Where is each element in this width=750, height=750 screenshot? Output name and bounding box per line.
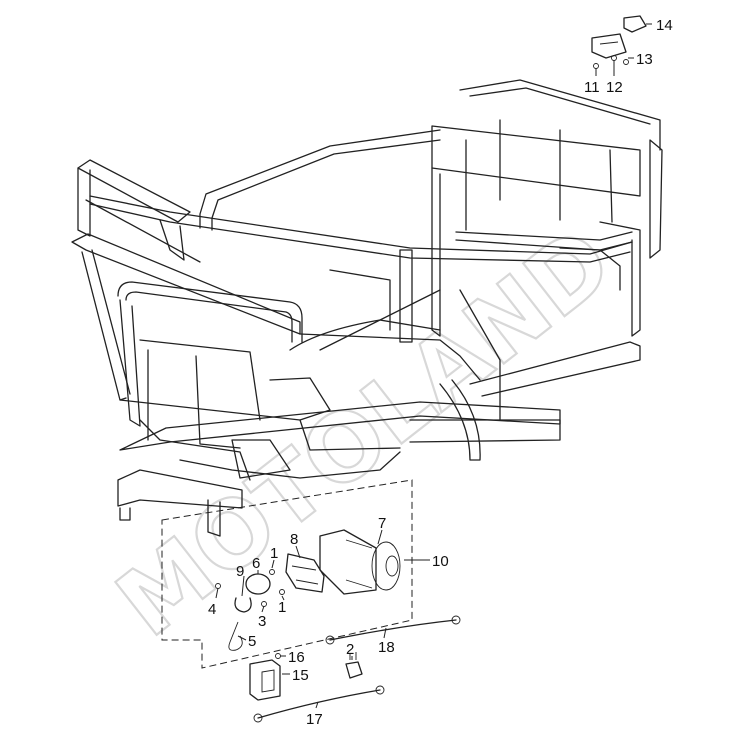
cable-17 <box>257 689 381 719</box>
watermark-text: MOTOLAND <box>98 207 632 657</box>
winch-assembly-boundary <box>161 479 413 669</box>
callout-labels: 14 13 11 12 10 7 8 6 1 9 4 1 3 5 16 15 2… <box>208 17 673 728</box>
callout-17: 17 <box>306 711 323 728</box>
callout-8: 8 <box>290 531 298 548</box>
callout-18: 18 <box>378 639 395 656</box>
vehicle-frame <box>71 79 663 537</box>
callout-1-upper: 1 <box>270 545 278 562</box>
callout-6: 6 <box>252 555 260 572</box>
watermark: MOTOLAND <box>97 206 633 658</box>
callout-4: 4 <box>208 601 216 618</box>
fuse-part <box>345 652 363 679</box>
leader-lines <box>215 23 652 709</box>
winch-assembly <box>215 529 401 651</box>
callout-13: 13 <box>636 51 653 68</box>
callout-16: 16 <box>288 649 305 666</box>
cable-18 <box>329 619 457 641</box>
callout-3: 3 <box>258 613 266 630</box>
callout-2: 2 <box>346 641 354 658</box>
callout-9: 9 <box>236 563 244 580</box>
mount-bracket <box>591 15 647 69</box>
callout-7: 7 <box>378 515 386 532</box>
callout-5: 5 <box>248 633 256 650</box>
callout-14: 14 <box>656 17 673 34</box>
switch-assembly <box>249 653 281 701</box>
callout-12: 12 <box>606 79 623 96</box>
callout-10: 10 <box>432 553 449 570</box>
callout-11: 11 <box>584 79 600 96</box>
callout-1-lower: 1 <box>278 599 286 616</box>
callout-15: 15 <box>292 667 309 684</box>
